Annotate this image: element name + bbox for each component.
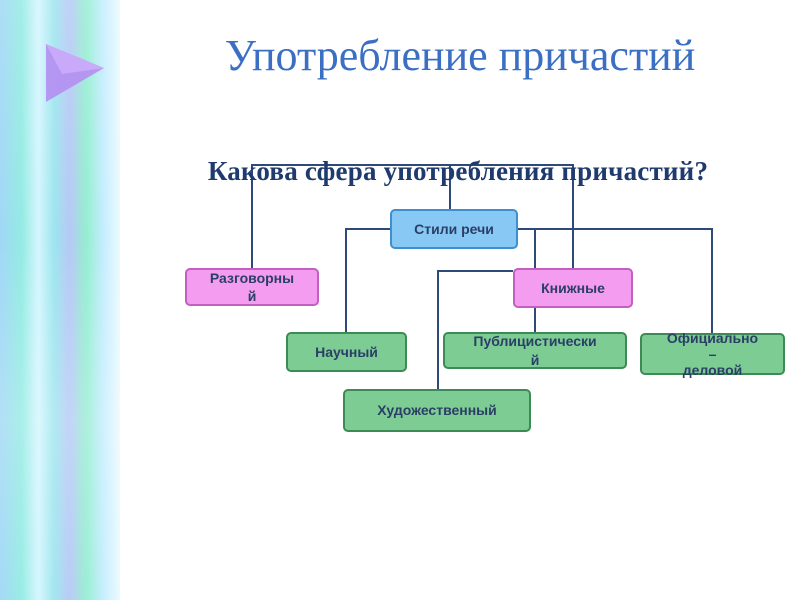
connector-official [510, 228, 713, 334]
connector-artistic [437, 270, 513, 390]
node-bookish: Книжные [513, 268, 633, 308]
node-publicistic: Публицистически й [443, 332, 627, 369]
node-scientific: Научный [286, 332, 407, 372]
node-official: Официально – деловой [640, 329, 785, 379]
node-artistic: Художественный [343, 389, 531, 432]
node-colloquial: Разговорны й [185, 268, 319, 306]
node-speech-styles-label: Стили речи [414, 220, 494, 237]
node-scientific-label: Научный [315, 343, 378, 360]
node-publicistic-label: Публицистически й [473, 333, 597, 368]
question-heading: Какова сфера употребления причастий? [207, 156, 709, 186]
slide-title: Употребление причастий [224, 31, 696, 80]
node-artistic-label: Художественный [377, 402, 497, 419]
connector-top-frame [251, 164, 574, 268]
decorative-gradient-strip [0, 0, 120, 600]
node-official-label: Официально – деловой [666, 329, 759, 379]
node-colloquial-label: Разговорны й [209, 269, 295, 304]
node-bookish-label: Книжные [541, 279, 605, 296]
connector-scientific [345, 228, 390, 333]
purple-triangle-icon [46, 44, 104, 102]
node-speech-styles: Стили речи [390, 209, 518, 249]
